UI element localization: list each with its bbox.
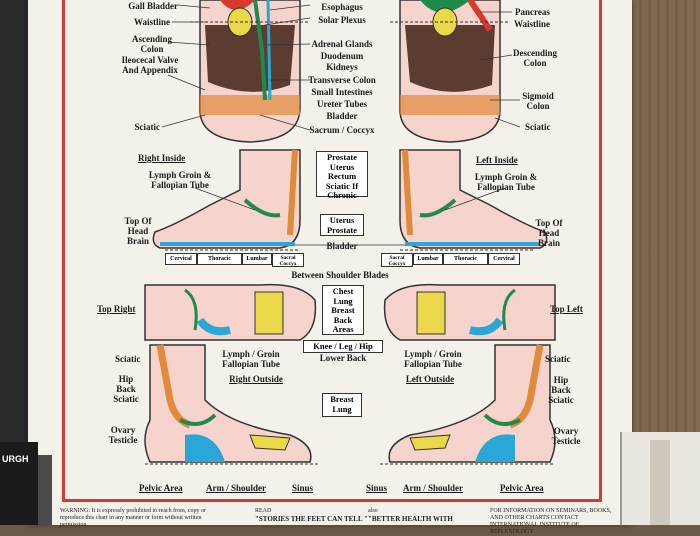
- foot-illustrations: [144, 0, 556, 465]
- poster-red-border: [62, 0, 602, 502]
- book-spine-left: [38, 455, 52, 525]
- top-left-title: Top Left: [550, 304, 583, 314]
- bladder-top-label: Bladder: [326, 111, 358, 121]
- top-right-title: Top Right: [97, 304, 136, 314]
- descending-colon-label: Descending Colon: [512, 48, 557, 68]
- waistline-left-label: Waistline: [133, 17, 170, 27]
- read-footer: READ: [255, 508, 272, 514]
- duodenum-label: Duodenum: [320, 51, 364, 61]
- left-inside-lymph-label: Lymph Groin & Fallopian Tube: [474, 172, 538, 192]
- dark-wall-edge: [0, 0, 28, 525]
- hip-back-sciatic-left: Hip Back Sciatic: [113, 374, 139, 404]
- prostate-uterus-box: Prostate Uterus Rectum Sciatic If Chroni…: [316, 151, 368, 200]
- book-title-text: URGH: [2, 454, 29, 464]
- kidneys-label: Kidneys: [326, 62, 358, 72]
- top-of-head-brain-left: Top Of Head Brain: [124, 216, 152, 246]
- arm-shoulder-left: Arm / Shoulder: [206, 483, 267, 493]
- sacrum-coccyx-label: Sacrum / Coccyx: [309, 125, 375, 135]
- right-inside-title: Right Inside: [138, 153, 186, 163]
- spine-thoracic-left: Thoracic: [197, 253, 242, 265]
- solar-plexus-label: Solar Plexus: [318, 15, 366, 25]
- hip-back-sciatic-right: Hip Back Sciatic: [548, 375, 574, 405]
- bladder-inside-label: Bladder: [326, 241, 358, 251]
- chest-lung-box: Chest Lung Breast Back Areas: [322, 285, 364, 335]
- spine-sacral-right: Sacral Coccyx: [381, 253, 413, 267]
- sciatic-top-left-label: Sciatic: [134, 122, 161, 132]
- left-outside-foot: [380, 344, 556, 465]
- warning-footer: WARNING: It is expressly prohibited to r…: [60, 508, 206, 528]
- right-outside-foot: [144, 344, 320, 465]
- breast-lung-box: Breast Lung: [322, 393, 362, 417]
- right-outside-title: Right Outside: [229, 374, 283, 384]
- left-inside-foot: [399, 149, 548, 251]
- small-intestines-label: Small Intestines: [311, 87, 373, 97]
- knee-leg-hip-box: Knee / Leg / Hip: [303, 340, 383, 353]
- transverse-colon-label: Transverse Colon: [308, 75, 376, 85]
- waistline-right-label: Waistline: [514, 19, 551, 29]
- right-inside-foot: [152, 149, 301, 251]
- adrenal-glands-label: Adrenal Glands: [311, 39, 373, 49]
- spine-lumbar-right: Lumbar: [413, 253, 443, 265]
- ascending-colon-label: Ascending Colon: [131, 34, 172, 54]
- pelvic-area-left: Pelvic Area: [139, 483, 183, 493]
- esophagus-label: Esophagus: [321, 2, 363, 12]
- uterus-prostate-box: Uterus Prostate: [320, 214, 364, 236]
- right-top-foot: [144, 283, 317, 341]
- also-footer: also: [368, 508, 378, 514]
- spine-cervical-left: Cervical: [165, 253, 197, 265]
- lower-back-label: Lower Back: [319, 353, 367, 363]
- pelvic-area-right: Pelvic Area: [500, 483, 544, 493]
- box-spine-right: [650, 440, 670, 525]
- pancreas-label: Pancreas: [515, 7, 550, 17]
- sciatic-outside-left: Sciatic: [115, 354, 141, 364]
- right-sole-illustration: [390, 0, 510, 143]
- top-of-head-brain-right: Top Of Head Brain: [535, 218, 563, 248]
- sinus-left: Sinus: [292, 483, 314, 493]
- pointer-lines: [161, 4, 521, 246]
- ovary-testicle-right: Ovary Testicle: [551, 426, 581, 446]
- spine-cervical-right: Cervical: [488, 253, 520, 265]
- gall-bladder-label: Gall Bladder: [128, 1, 178, 11]
- left-outside-title: Left Outside: [405, 374, 455, 384]
- ileocecal-label: Ileocecal Valve And Appendix: [121, 55, 179, 75]
- left-sole-illustration: [190, 0, 310, 143]
- sciatic-outside-right: Sciatic: [545, 354, 571, 364]
- book-bottom-left: URGH: [0, 442, 38, 525]
- sciatic-top-right-label: Sciatic: [525, 122, 551, 132]
- book2-footer: "BETTER HEALTH WITH: [368, 515, 453, 523]
- left-outside-lymph-label: Lymph / Groin Fallopian Tube: [404, 349, 462, 369]
- ureter-tubes-label: Ureter Tubes: [317, 99, 367, 109]
- left-top-foot: [383, 283, 556, 341]
- arm-shoulder-right: Arm / Shoulder: [403, 483, 464, 493]
- left-inside-title: Left Inside: [476, 155, 518, 165]
- ovary-testicle-left: Ovary Testicle: [108, 425, 138, 445]
- spine-sacral-left: Sacral Coccyx: [272, 253, 304, 267]
- info-footer: FOR INFORMATION ON SEMINARS, BOOKS, AND …: [490, 508, 612, 535]
- right-outside-lymph-label: Lymph / Groin Fallopian Tube: [222, 349, 280, 369]
- right-inside-lymph-label: Lymph Groin & Fallopian Tube: [148, 170, 212, 190]
- book1-footer: "STORIES THE FEET CAN TELL ": [255, 515, 368, 523]
- sigmoid-colon-label: Sigmoid Colon: [522, 91, 554, 111]
- sinus-right: Sinus: [366, 483, 388, 493]
- spine-thoracic-right: Thoracic: [443, 253, 488, 265]
- between-shoulder-blades-label: Between Shoulder Blades: [291, 270, 389, 280]
- spine-lumbar-left: Lumbar: [242, 253, 272, 265]
